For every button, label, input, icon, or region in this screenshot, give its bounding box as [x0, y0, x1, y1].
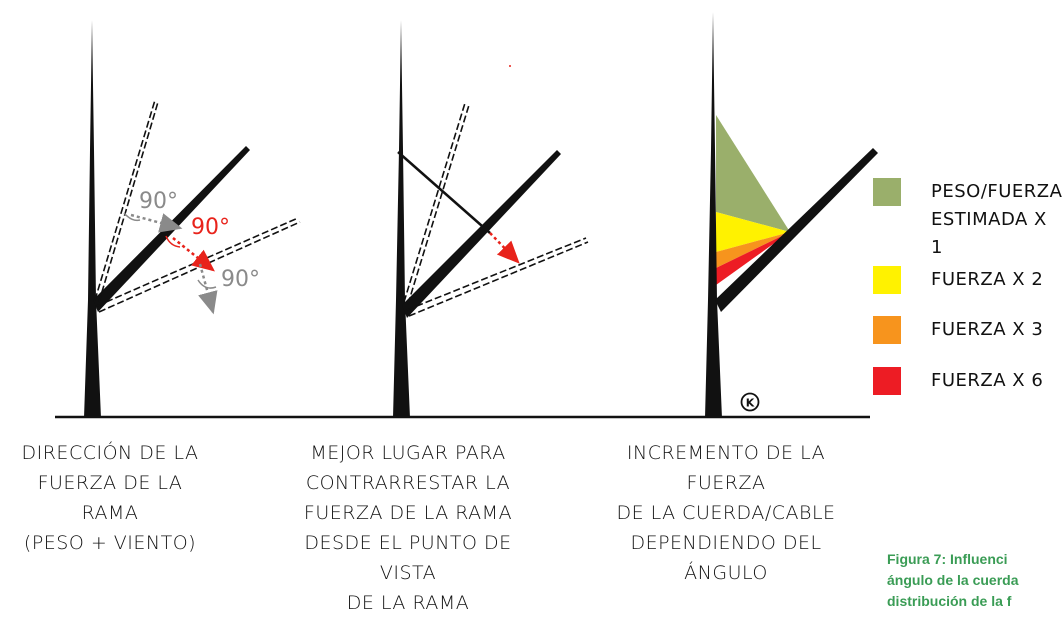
panel-2-tree — [393, 20, 589, 418]
panel-1-branch-up-outline — [98, 101, 159, 303]
legend-swatch-x2 — [873, 266, 901, 294]
panel-1-red-angle-arc — [165, 235, 181, 248]
panel-1-branch-down-outline — [96, 217, 299, 307]
legend-label-x1: PESO/FUERZA ESTIMADA X 1 — [931, 181, 1062, 258]
force-triangle-x1 — [716, 115, 790, 232]
panel-1-angle-label-red: 90° — [191, 215, 230, 240]
panel-3-k-letter: K — [746, 397, 755, 410]
panel-3-branch — [715, 148, 878, 312]
force-triangle-x2 — [716, 212, 790, 252]
panel-1-trunk — [84, 20, 101, 418]
panel-3-k-mark — [740, 392, 760, 412]
panel-1-gray-angle-arc-bottom — [197, 279, 217, 289]
figure-caption: Figura 7: Influenci ángulo de la cuerda … — [887, 551, 1019, 609]
panel-2-branch-up-outline — [407, 104, 470, 305]
panel-2-branch-down-outline — [406, 237, 587, 311]
panel-1-gray-arrow-top — [130, 213, 183, 233]
panel-2-cable-line — [397, 151, 491, 234]
tree-force-diagram: 90° 90° 90° K — [55, 12, 878, 419]
panel-1-tree: 90° 90° 90° — [84, 20, 301, 418]
panel-1-caption: DIRECCIÓN DE LA FUERZA DE LA RAMA (PESO … — [21, 442, 199, 554]
legend-swatch-x6 — [873, 367, 901, 395]
panel-2-branch-up-outline — [403, 102, 466, 303]
panel-1-red-arrow — [172, 237, 215, 272]
legend-label-x2: FUERZA X 2 — [931, 269, 1044, 290]
panel-2-red-dot — [509, 65, 511, 67]
panel-1-gray-angle-arc-top — [123, 212, 141, 222]
panel-2-branch — [402, 150, 561, 318]
panel-2-trunk — [393, 20, 410, 418]
panel-3-tree: K — [705, 12, 878, 418]
panel-1-angle-label-bottom: 90° — [221, 267, 260, 292]
panel-2-branch-down-outline — [408, 241, 589, 317]
panel-2-caption: MEJOR LUGAR PARA CONTRARRESTAR LA FUERZA… — [303, 442, 513, 614]
panel-3-trunk — [705, 12, 722, 418]
panel-3-caption: INCREMENTO DE LA FUERZA DE LA CUERDA/CAB… — [616, 442, 836, 584]
legend-swatch-x3 — [873, 316, 901, 344]
panel-1-angle-label-top: 90° — [139, 189, 178, 214]
legend-label-x6: FUERZA X 6 — [931, 370, 1044, 391]
panel-1-branch-up-outline — [94, 99, 156, 301]
panel-2-red-arrow — [489, 232, 520, 264]
legend-label-x3: FUERZA X 3 — [931, 319, 1044, 340]
legend-swatch-x1 — [873, 178, 901, 206]
force-triangle-x6 — [716, 232, 790, 285]
